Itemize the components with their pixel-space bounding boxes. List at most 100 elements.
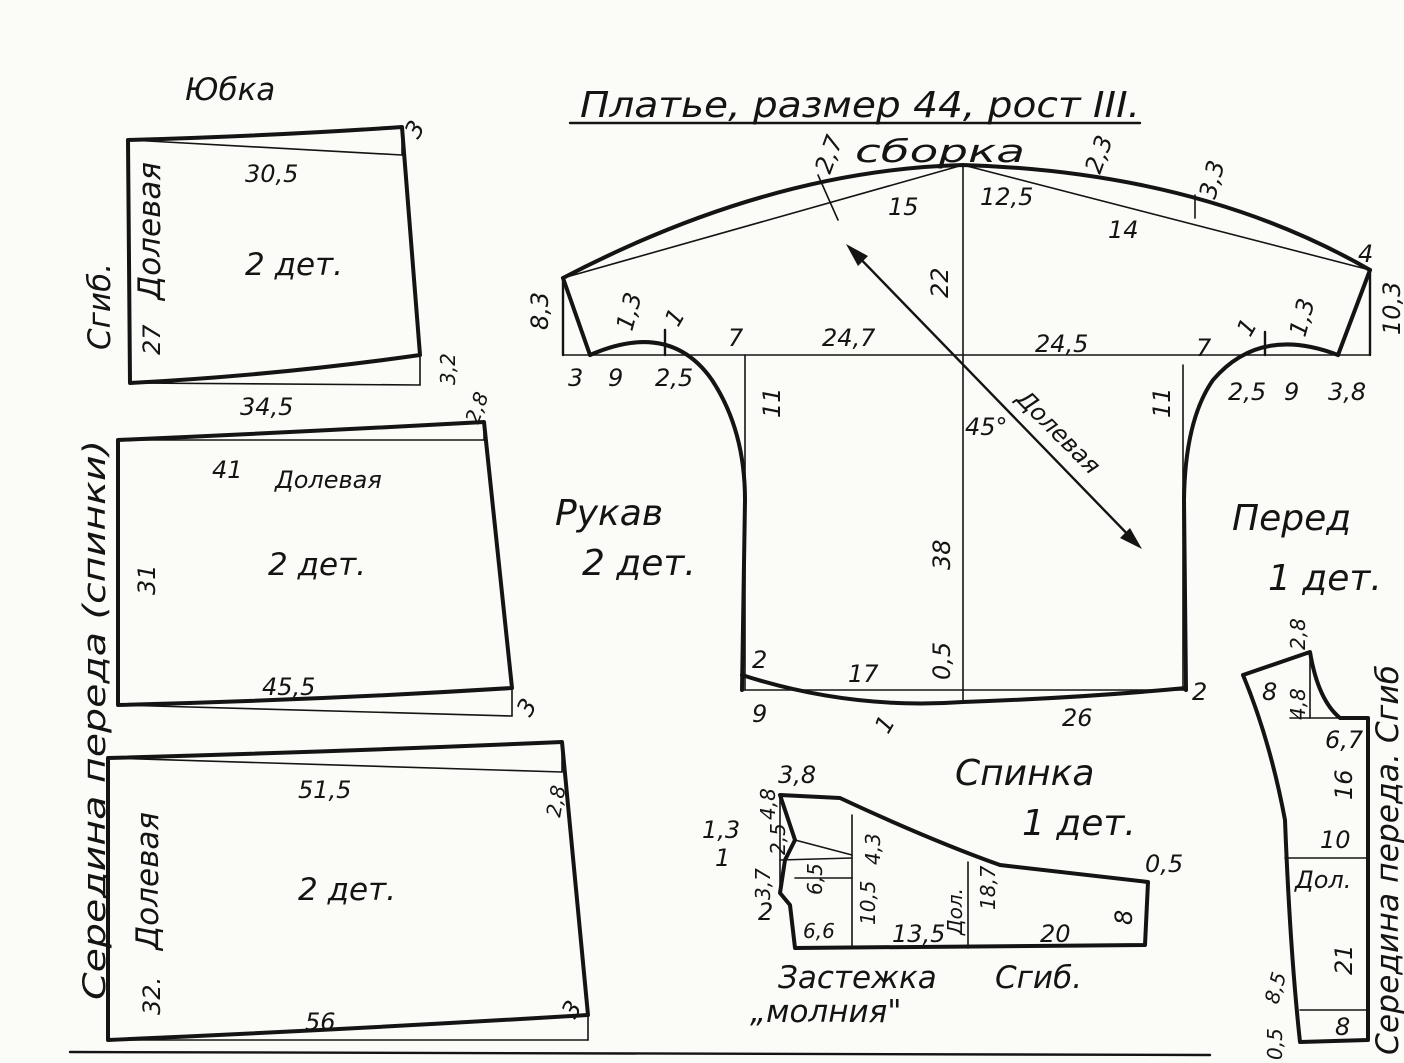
skirt-title: Юбка — [185, 72, 275, 108]
skirt-top-panel: Сгиб. Долевая 27 30,5 2 дет. 34,5 3 3,2 … — [82, 116, 494, 427]
back-grain: Дол. — [943, 888, 967, 936]
back-fold: Сгиб. — [995, 960, 1082, 996]
sleeve-right-seg: 7 — [1196, 334, 1212, 362]
sleeve-left-edge: 8,3 — [526, 292, 554, 330]
skirt-bottom-top-width: 51,5 — [298, 776, 351, 804]
front-v05: 0,5 — [1263, 1028, 1287, 1060]
sleeve-left-diag: 15 — [888, 193, 919, 221]
skirt-bottom-top-offset: 2,8 — [541, 783, 570, 818]
back-zipper: Застежка — [778, 960, 937, 996]
page-bottom-rule — [68, 1050, 1212, 1057]
sleeve-right-b1: 2,5 — [1228, 378, 1266, 406]
back-v13: 1,3 — [702, 816, 740, 844]
sleeve-pieces: 2 дет. — [582, 543, 696, 584]
sleeve-left-side: 11 — [758, 387, 786, 418]
skirt-bottom-side: 32. — [138, 977, 166, 1015]
back-pieces: 1 дет. — [1022, 803, 1136, 844]
sleeve-right-b2: 9 — [1284, 378, 1299, 406]
skirt-mid-bottom-width: 45,5 — [262, 673, 315, 701]
skirt-mid-bottom-rise: 3 — [511, 694, 543, 721]
front-pieces: 1 дет. — [1268, 558, 1382, 599]
sleeve-hem-mid-mark: 1 — [869, 711, 901, 738]
sleeve-hem-left: 2 — [752, 646, 767, 674]
sleeve-cap-right: 2,3 — [1079, 132, 1118, 177]
front-v8b: 8 — [1335, 1013, 1350, 1041]
sleeve-left-b3: 2,5 — [655, 364, 693, 392]
front-v8: 8 — [1262, 678, 1277, 706]
sleeve-hem-mid: 17 — [848, 660, 879, 688]
back-pattern: Спинка 1 дет. 3,8 4,8 2,5 1,3 1 3,7 2 6,… — [702, 753, 1183, 1030]
sleeve-right-edge: 10,3 — [1378, 282, 1404, 335]
skirt-top-bottom-width: 34,5 — [240, 393, 293, 421]
sleeve-label: Рукав — [555, 493, 663, 534]
back-zipper-word: „молния" — [750, 994, 902, 1030]
front-v67: 6,7 — [1325, 726, 1364, 754]
skirt-top-fold: Сгиб. — [82, 263, 118, 350]
skirt-top-bottom-rise: 3,2 — [436, 353, 460, 385]
skirt-bottom-pieces: 2 дет. — [298, 872, 396, 908]
skirt-top-pieces: 2 дет. — [245, 247, 343, 283]
sleeve-right-side: 11 — [1148, 387, 1176, 418]
front-v16: 16 — [1330, 769, 1358, 800]
sleeve-right-b3: 3,8 — [1328, 378, 1366, 406]
sleeve-right-curve: 1,3 — [1284, 295, 1321, 339]
skirt-top-grain: Долевая — [132, 162, 168, 302]
back-v05: 0,5 — [1145, 850, 1183, 878]
back-v1: 1 — [715, 844, 730, 872]
sleeve-right-diag2: 14 — [1108, 216, 1139, 244]
front-grain: Дол. — [1294, 866, 1351, 894]
front-pattern: Перед 1 дет. 2,8 8 4,8 6,7 16 10 Дол. 21… — [1232, 498, 1404, 1060]
sleeve-right-corner: 4 — [1358, 240, 1373, 268]
front-v10: 10 — [1320, 826, 1351, 854]
skirt-top-side: 27 — [138, 324, 166, 355]
back-v25: 2,5 — [766, 823, 790, 855]
sleeve-left-b2: 9 — [608, 364, 623, 392]
skirt-mid-top-width: 41 — [212, 456, 243, 484]
sleeve-angle: 45° — [965, 413, 1008, 441]
front-top: 2,8 — [1286, 618, 1310, 650]
skirt-bottom-width: 56 — [305, 1008, 336, 1036]
back-top: 3,8 — [778, 761, 816, 789]
sleeve-hem-left-w: 9 — [752, 700, 767, 728]
skirt-bottom-rise: 3 — [556, 996, 588, 1023]
back-v8: 8 — [1110, 910, 1138, 925]
front-label: Перед — [1232, 498, 1351, 539]
front-v21: 21 — [1330, 944, 1358, 975]
back-v66: 6,6 — [803, 919, 835, 943]
sleeve-right-notch: 1 — [1231, 314, 1263, 341]
front-v85: 8,5 — [1260, 969, 1291, 1006]
skirt-middle-panel: 41 Долевая 2 дет. 31 45,5 3 — [116, 420, 543, 721]
skirt-bottom-panel: 51,5 2 дет. Долевая 32. 56 2,8 3 — [106, 740, 590, 1042]
sleeve-grain: Долевая — [1010, 384, 1106, 480]
sleeve-hem-right: 2 — [1192, 678, 1207, 706]
back-v20: 20 — [1040, 920, 1071, 948]
sleeve-right-diag: 12,5 — [980, 183, 1033, 211]
back-v43: 4,3 — [861, 833, 885, 865]
sleeve-center-height: 22 — [926, 267, 954, 298]
sleeve-left-b1: 3 — [568, 364, 583, 392]
sleeve-cap-far-right: 3,3 — [1194, 157, 1231, 201]
skirt-mid-pieces: 2 дет. — [268, 547, 366, 583]
sleeve-left-seg: 7 — [728, 324, 744, 352]
back-v37: 3,7 — [751, 868, 775, 900]
back-v105: 10,5 — [856, 880, 880, 925]
sleeve-pattern: сборка 2,7 2,3 3,3 15 12,5 14 22 8,3 10,… — [526, 131, 1404, 738]
skirt-mid-grain: Долевая — [274, 466, 382, 494]
back-label: Спинка — [955, 753, 1094, 794]
sleeve-hem-rise: 0,5 — [928, 642, 956, 680]
sleeve-center-len: 38 — [928, 539, 956, 570]
skirt-bottom-grain: Долевая — [130, 812, 166, 952]
front-center-caption: Середина переда. Сгиб — [1370, 665, 1404, 1055]
skirt-top-width: 30,5 — [245, 160, 298, 188]
back-v2: 2 — [758, 898, 773, 926]
back-v48: 4,8 — [756, 788, 780, 820]
page-title: Платье, размер 44, рост III. — [580, 85, 1140, 126]
skirt-mid-side: 31 — [133, 564, 161, 595]
sleeve-left-notch: 1 — [659, 304, 691, 331]
sleeve-left-width: 24,7 — [822, 324, 876, 352]
back-v187: 18,7 — [976, 865, 1000, 910]
sleeve-gather: сборка — [855, 134, 1025, 170]
back-v135: 13,5 — [892, 920, 945, 948]
sleeve-left-curve: 1,3 — [611, 289, 648, 333]
